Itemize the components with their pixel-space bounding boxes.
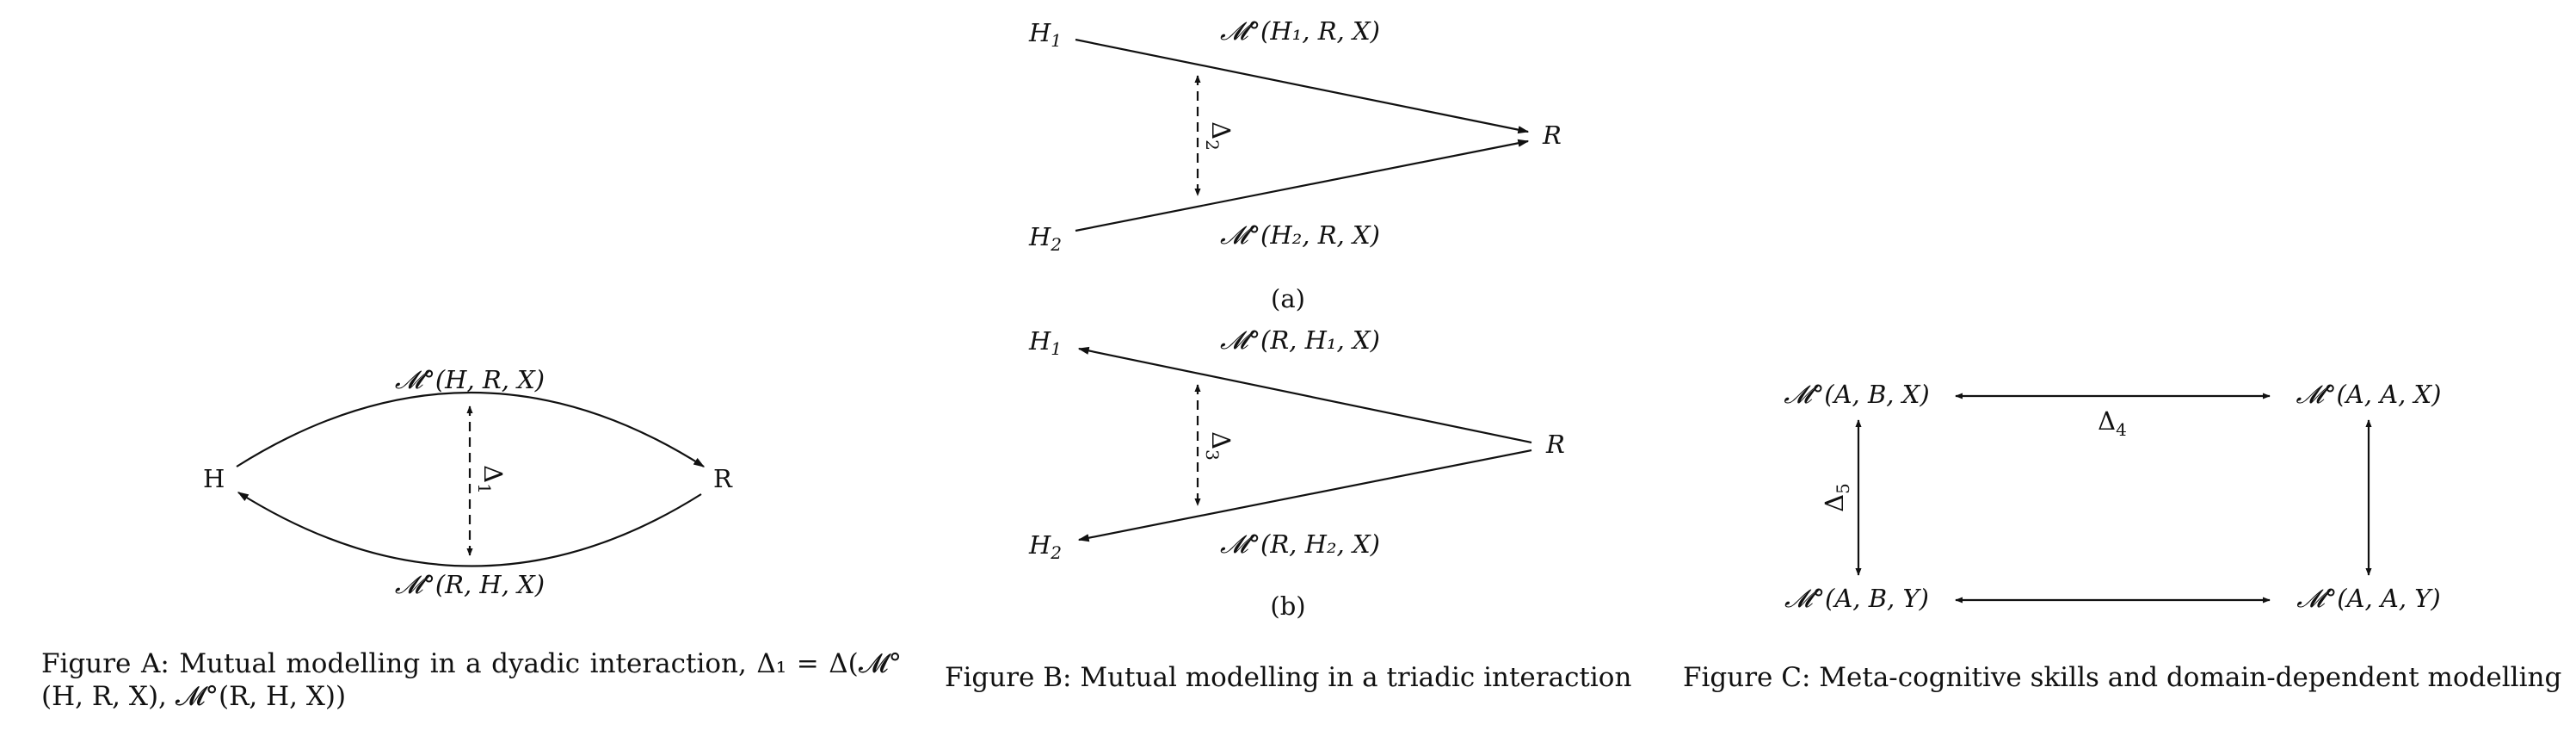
delta-2-label: Δ2	[1202, 121, 1236, 151]
edge-top-label: 𝓜°(H₁, R, X)	[1220, 16, 1380, 46]
subfigure-label-a: (a)	[1271, 284, 1305, 313]
delta-5-label: Δ5	[1820, 483, 1853, 512]
delta-4-label: Δ4	[2098, 406, 2127, 440]
node-r: R	[1545, 430, 1565, 459]
edge-r-to-h1	[1077, 346, 1532, 444]
svg-text:Δ5: Δ5	[1820, 483, 1853, 512]
edge-top-label: 𝓜°(R, H₁, X)	[1220, 325, 1380, 355]
svg-text:Δ1: Δ1	[474, 465, 508, 494]
edge-h2-to-r	[1075, 139, 1530, 232]
edge-bottom-label: 𝓜°(R, H, X)	[395, 570, 545, 599]
node-h2: H2	[1028, 530, 1062, 563]
edge-bottom-label: 𝓜°(H₂, R, X)	[1220, 220, 1380, 250]
edge-r-to-h2	[1077, 449, 1532, 542]
node-r: R	[713, 464, 733, 493]
figure-a-caption: Figure A: Mutual modelling in a dyadic i…	[41, 648, 902, 712]
node-top-right: 𝓜°(A, A, X)	[2296, 380, 2441, 409]
edge-h-to-r	[236, 392, 706, 467]
figure-b-sub-a: H1 H2 R 𝓜°(H₁, R, X) 𝓜°(H₂, R, X) Δ2 (a)	[1028, 16, 1562, 313]
node-bottom-left: 𝓜°(A, B, Y)	[1784, 584, 1929, 613]
svg-text:Δ2: Δ2	[1202, 121, 1236, 151]
delta-3-label: Δ3	[1202, 431, 1236, 461]
node-h: H	[203, 464, 225, 493]
node-bottom-right: 𝓜°(A, A, Y)	[2296, 584, 2441, 613]
node-r: R	[1542, 121, 1562, 150]
figure-c: 𝓜°(A, B, X) 𝓜°(A, A, X) 𝓜°(A, B, Y) 𝓜°(A…	[1784, 380, 2441, 613]
edge-r-to-h	[237, 492, 702, 567]
node-top-left: 𝓜°(A, B, X)	[1784, 380, 1929, 409]
edge-top-label: 𝓜°(H, R, X)	[395, 365, 545, 394]
node-h1: H1	[1028, 326, 1062, 359]
figure-a: H R 𝓜°(H, R, X) 𝓜°(R, H, X) Δ1	[203, 365, 733, 599]
node-h2: H2	[1028, 222, 1062, 255]
figure-c-caption: Figure C: Meta-cognitive skills and doma…	[1683, 662, 2562, 693]
figure-b-caption: Figure B: Mutual modelling in a triadic …	[945, 662, 1632, 693]
node-h1: H1	[1028, 18, 1062, 51]
figure-b-sub-b: H1 H2 R 𝓜°(R, H₁, X) 𝓜°(R, H₂, X) Δ3 (b)	[1028, 325, 1565, 621]
edge-bottom-label: 𝓜°(R, H₂, X)	[1220, 529, 1380, 559]
edge-h1-to-r	[1075, 38, 1530, 134]
delta-1-label: Δ1	[474, 465, 508, 494]
svg-text:Δ3: Δ3	[1202, 431, 1236, 461]
subfigure-label-b: (b)	[1270, 591, 1305, 621]
